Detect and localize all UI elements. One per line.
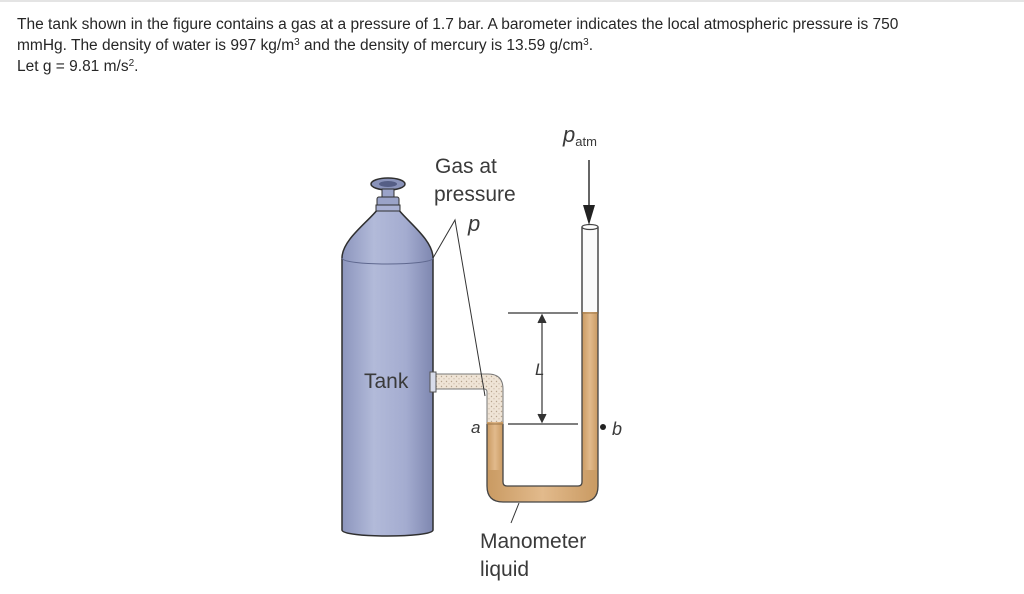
tank-label: Tank [364, 370, 409, 393]
top-border [0, 0, 1024, 2]
gas-outlet-pipe [429, 371, 504, 425]
tank [341, 204, 434, 537]
problem-line-1: The tank shown in the figure contains a … [17, 16, 899, 33]
problem-line-3: Let g = 9.81 m/s2. [17, 58, 139, 75]
leader-lines [432, 218, 520, 524]
dimension-l [508, 312, 578, 425]
problem-statement: The tank shown in the figure contains a … [17, 14, 1007, 77]
valve-icon [370, 177, 406, 207]
manometer-label-line1: Manometer [480, 530, 586, 553]
gas-label-line1: Gas at [435, 155, 497, 178]
manometer-label-line2: liquid [480, 558, 529, 581]
gas-label-line2: pressure [434, 183, 516, 206]
l-label: L [535, 360, 544, 379]
patm-arrow [583, 160, 595, 225]
a-label: a [471, 418, 480, 437]
point-b-marker [600, 424, 606, 430]
manometer-u-tube [486, 223, 599, 503]
p-label: p [467, 211, 480, 236]
problem-line-2: mmHg. The density of water is 997 kg/m3 … [17, 37, 593, 54]
patm-label: patm [562, 122, 597, 149]
b-label: b [612, 419, 622, 439]
